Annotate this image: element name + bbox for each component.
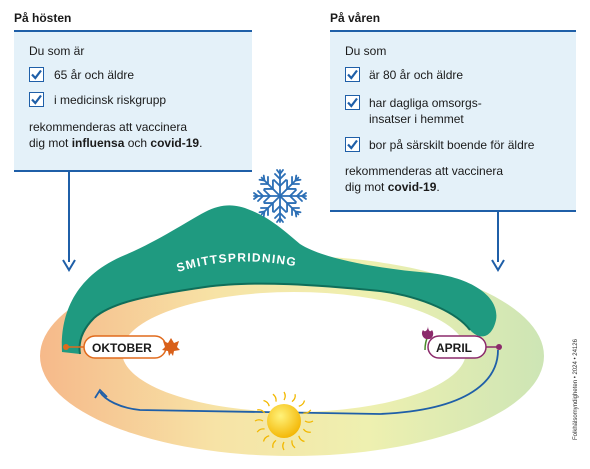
sun-icon [254, 391, 314, 451]
autumn-intro: Du som är [29, 44, 85, 58]
credit-text: Folkhälsomyndigheten • 2024 • 24126 [573, 339, 579, 440]
sun-ray [304, 420, 314, 423]
autumn-vaccine-covid: covid-19 [150, 136, 200, 150]
spring-item-housing: bor på särskilt boende för äldre [369, 138, 535, 152]
sun-ray [298, 400, 306, 407]
spring-item-age: är 80 år och äldre [369, 68, 464, 82]
sun-ray [283, 391, 286, 401]
sun-ray [272, 439, 277, 448]
cycle-arrow [99, 349, 499, 415]
spring-panel [330, 32, 576, 212]
autumn-title: På hösten [14, 11, 72, 25]
checkbox-checked-icon [345, 67, 360, 82]
spring-title: På våren [330, 11, 381, 25]
checkbox-checked-icon [29, 92, 44, 107]
october-label: OKTOBER [92, 341, 152, 355]
autumn-recommend-line2: dig mot influensa och covid-19. [29, 136, 203, 150]
spring-intro: Du som [345, 44, 387, 58]
sun-ray [303, 409, 312, 414]
season-ring [40, 256, 544, 456]
sun-ray [291, 440, 296, 449]
checkbox-checked-icon [29, 67, 44, 82]
autumn-item-age: 65 år och äldre [54, 68, 135, 82]
sun-ray [257, 409, 266, 414]
snowflake-icon [253, 169, 307, 223]
october-marker: OKTOBER [63, 335, 167, 359]
spring-item-care-line2: insatser i hemmet [369, 112, 464, 126]
infection-wave [61, 205, 497, 354]
sun-ray [282, 441, 285, 451]
sun-ray [302, 428, 311, 433]
spring-arrow [491, 212, 505, 272]
spring-title-rule [330, 30, 576, 32]
autumn-panel [14, 32, 252, 172]
april-label: APRIL [436, 341, 472, 355]
april-marker: APRIL [427, 335, 502, 359]
sun-ray [272, 393, 277, 402]
spring-recommend-line2: dig mot covid-19. [345, 180, 440, 194]
autumn-title-rule [14, 30, 252, 32]
autumn-recommend-line1: rekommenderas att vaccinera [29, 120, 188, 134]
sun-ray [254, 419, 264, 422]
crocus-icon [421, 326, 434, 351]
sun-ray [262, 435, 270, 442]
sun-ray [263, 399, 270, 407]
sun-ray [256, 428, 265, 433]
checkbox-checked-icon [345, 95, 360, 110]
spring-recommend-line1: rekommenderas att vaccinera [345, 164, 504, 178]
checkbox-checked-icon [345, 137, 360, 152]
maple-leaf-icon [162, 338, 180, 356]
autumn-vaccine-influenza: influensa [71, 136, 125, 150]
spring-vaccine-covid: covid-19 [387, 180, 437, 194]
spring-item-care-line1: har dagliga omsorgs- [369, 96, 482, 110]
autumn-item-risk: i medicinsk riskgrupp [54, 93, 167, 107]
sun-ray [291, 394, 296, 403]
sun-ray [298, 435, 305, 443]
autumn-arrow [62, 172, 76, 272]
